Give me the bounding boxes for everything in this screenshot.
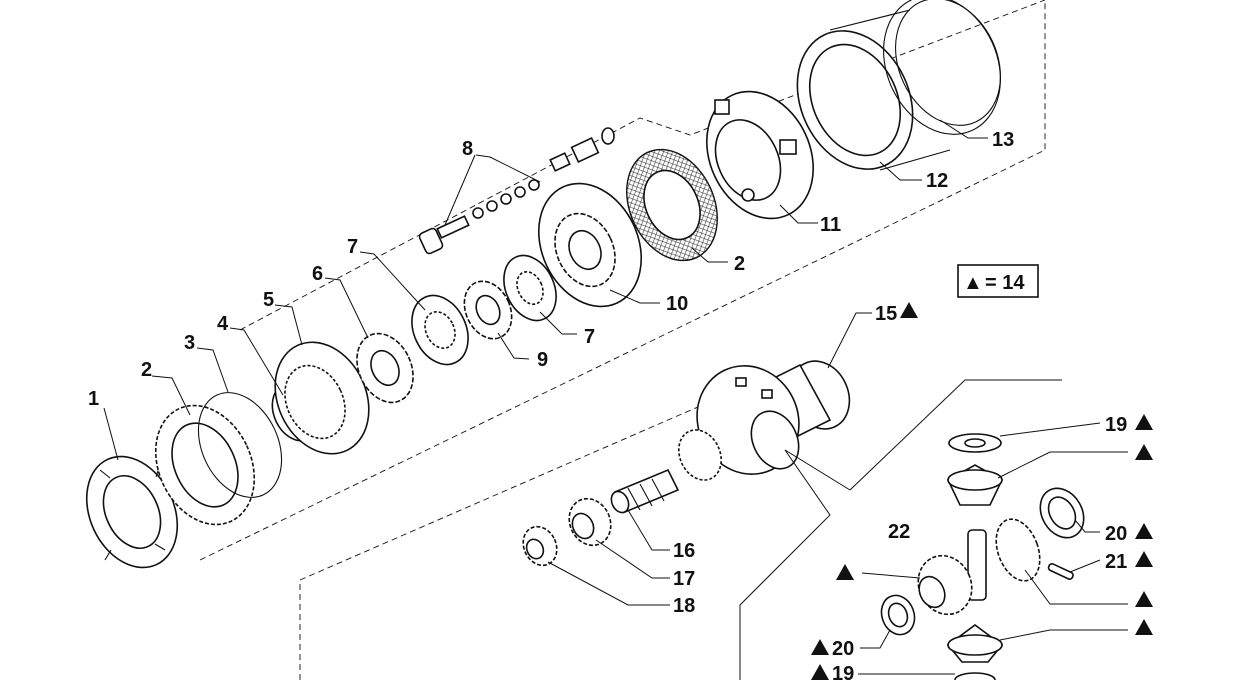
callout-7-second: 7 — [584, 326, 595, 348]
triangle-icon — [1135, 619, 1153, 635]
callout-9: 9 — [537, 349, 548, 371]
triangle-icon — [836, 564, 854, 580]
part-8-bolt-assembly — [418, 127, 615, 255]
triangle-icon — [900, 302, 918, 318]
legend-text: = 14 — [985, 272, 1025, 294]
legend-symbol: ▲ — [963, 272, 983, 294]
triangle-icon — [1135, 523, 1153, 539]
callout-12: 12 — [926, 170, 948, 192]
callout-15: 15 — [875, 303, 897, 325]
callout-8: 8 — [462, 138, 473, 160]
callout-2: 2 — [141, 359, 152, 381]
callout-22: 22 — [888, 521, 910, 543]
triangle-icon — [1135, 414, 1153, 430]
part-18-pinion — [522, 525, 558, 567]
callout-1: 1 — [88, 388, 99, 410]
callout-2-second: 2 — [734, 253, 745, 275]
callout-labels: 1 2 3 4 5 6 7 8 9 7 10 2 11 12 13 15 16 … — [88, 129, 1127, 680]
triangle-icon — [811, 639, 829, 655]
triangle-icon — [1135, 591, 1153, 607]
part-9-gear — [463, 280, 513, 340]
triangle-icon — [1135, 444, 1153, 460]
part-17-gear — [568, 497, 612, 547]
part-11-yoke — [705, 90, 815, 220]
triangle-icon — [811, 664, 829, 680]
part-2-friction-disc — [626, 148, 718, 262]
callout-11: 11 — [820, 214, 841, 236]
callout-10: 10 — [666, 293, 688, 315]
callout-21: 21 — [1105, 551, 1127, 573]
callout-4: 4 — [217, 313, 229, 335]
part-16-splined-shaft — [610, 468, 680, 514]
part-3-snap-ring — [197, 392, 283, 498]
leader-lines — [103, 119, 1128, 675]
callout-19: 19 — [1105, 414, 1127, 436]
part-6-spline-gear — [356, 332, 414, 404]
part-7-washer-second — [503, 254, 557, 322]
triangle-markers — [811, 302, 1153, 680]
callout-6: 6 — [312, 263, 323, 285]
callout-5: 5 — [263, 289, 274, 311]
part-13-seal-ring — [883, 0, 1001, 135]
part-15-differential-housing — [678, 360, 851, 481]
callout-19-second: 19 — [832, 663, 854, 680]
callout-3: 3 — [184, 332, 195, 354]
part-1-ring-nut — [85, 455, 179, 569]
part-7-washer — [411, 294, 469, 366]
part-2-toothed-ring — [154, 404, 256, 526]
callout-16: 16 — [673, 540, 695, 562]
differential-internals — [880, 433, 1085, 680]
detail-callout-frame — [739, 379, 1062, 680]
callout-17: 17 — [673, 568, 695, 590]
legend-box: ▲ = 14 — [957, 264, 1039, 298]
callout-13: 13 — [992, 129, 1014, 151]
callout-7: 7 — [347, 236, 358, 258]
callout-20: 20 — [1105, 523, 1127, 545]
triangle-icon — [1135, 551, 1153, 567]
part-10-drum — [537, 182, 643, 308]
callout-18: 18 — [673, 595, 695, 617]
part-5-hub — [274, 341, 370, 455]
callout-20-second: 20 — [832, 638, 854, 660]
part-12-bearing-ring — [796, 9, 951, 171]
